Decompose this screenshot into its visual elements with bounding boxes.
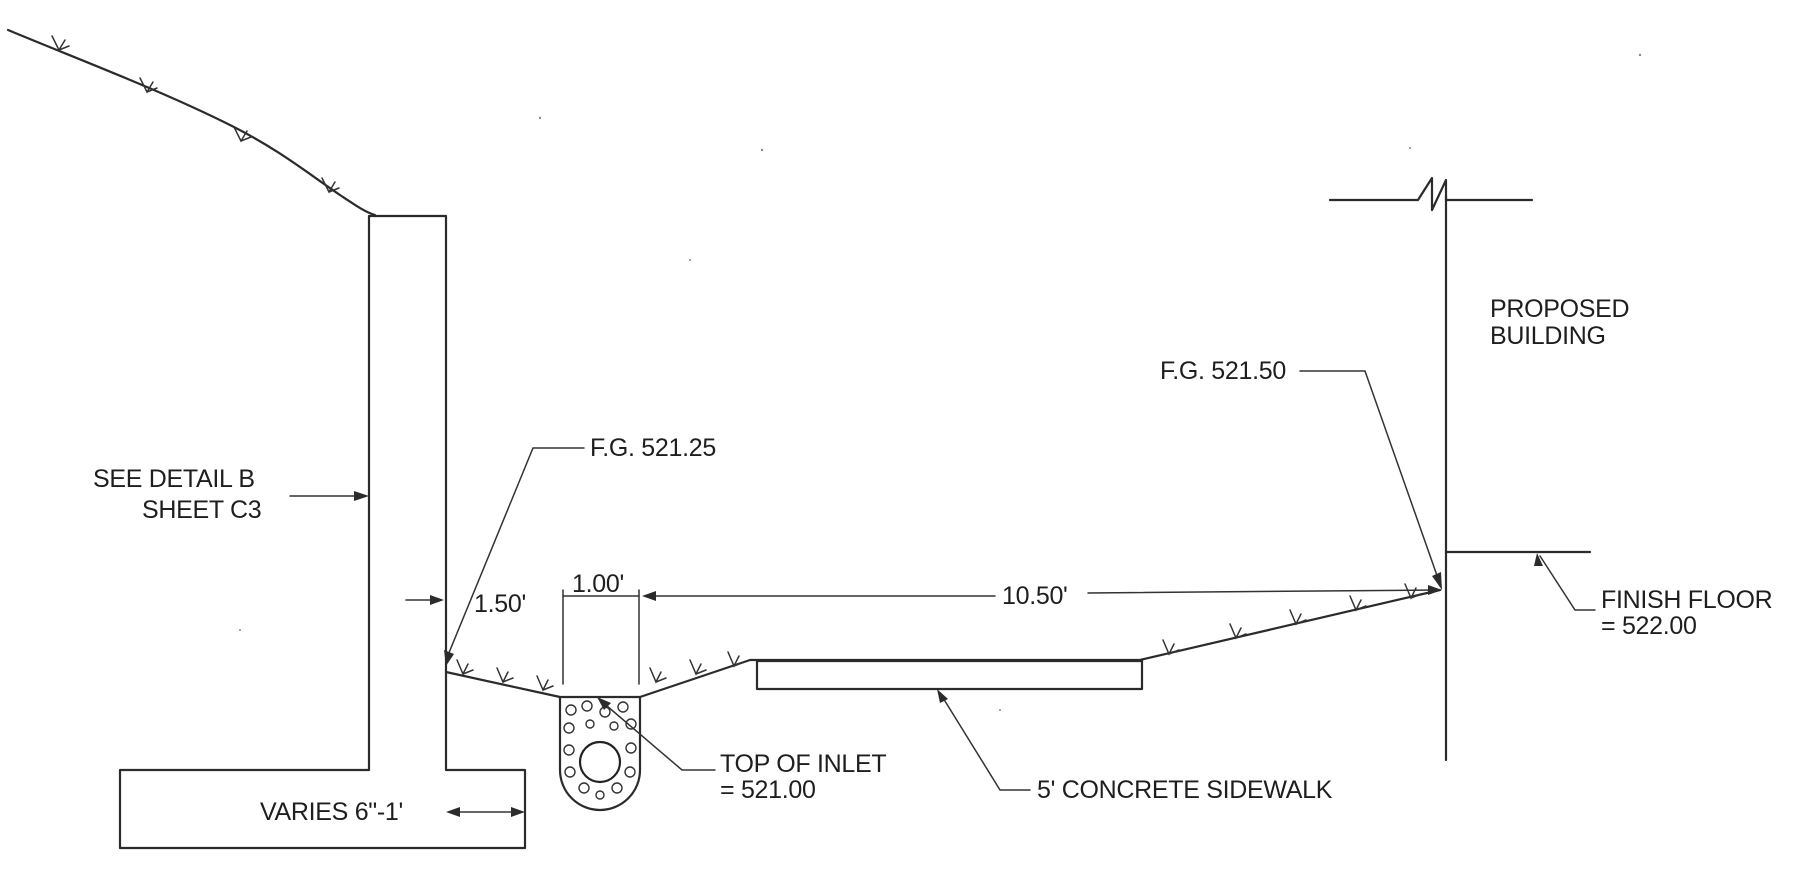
sidewalk-text: 5' CONCRETE SIDEWALK — [1037, 776, 1333, 804]
finish-floor-callout: FINISH FLOOR = 522.00 — [1534, 553, 1773, 640]
concrete-sidewalk-slab — [755, 659, 1144, 691]
scan-specks — [239, 53, 1642, 711]
finish-floor-line1: FINISH FLOOR — [1601, 586, 1772, 614]
see-detail-line1: SEE DETAIL B — [93, 465, 255, 493]
finished-grade-profile — [444, 583, 1442, 699]
fg-left-callout: F.G. 521.25 — [444, 434, 716, 666]
proposed-building: PROPOSED BUILDING — [1328, 176, 1630, 762]
varies-dimension: VARIES 6"-1' — [260, 798, 525, 826]
inlet-pipe — [578, 740, 622, 784]
varies-text: VARIES 6"-1' — [260, 798, 403, 826]
dim-wall-to-inlet: 1.50' — [474, 590, 526, 618]
fg-right-text: F.G. 521.50 — [1160, 357, 1286, 385]
fg-right-callout: F.G. 521.50 — [1160, 357, 1442, 590]
existing-slope — [6, 28, 377, 217]
see-detail-line2: SHEET C3 — [142, 496, 261, 524]
top-of-inlet-line2: = 521.00 — [720, 776, 816, 804]
finish-floor-line2: = 522.00 — [1601, 612, 1697, 640]
see-detail-callout: SEE DETAIL B SHEET C3 — [93, 465, 369, 524]
dim-inlet-width-text: 1.00' — [572, 570, 624, 598]
dim-inlet-to-building: 10.50' — [642, 582, 1442, 610]
fg-left-text: F.G. 521.25 — [590, 434, 716, 462]
proposed-building-line2: BUILDING — [1490, 322, 1606, 350]
dim-inlet-width: 1.00' — [562, 570, 640, 685]
wall-offset-arrow — [405, 595, 444, 605]
top-of-inlet-callout: TOP OF INLET = 521.00 — [597, 697, 887, 804]
dim-inlet-to-building-text: 10.50' — [1002, 582, 1068, 610]
retaining-wall — [118, 214, 527, 850]
top-of-inlet-line1: TOP OF INLET — [720, 750, 886, 778]
proposed-building-line1: PROPOSED — [1490, 295, 1629, 323]
sidewalk-callout: 5' CONCRETE SIDEWALK — [937, 689, 1333, 804]
inlet-structure — [558, 695, 642, 812]
